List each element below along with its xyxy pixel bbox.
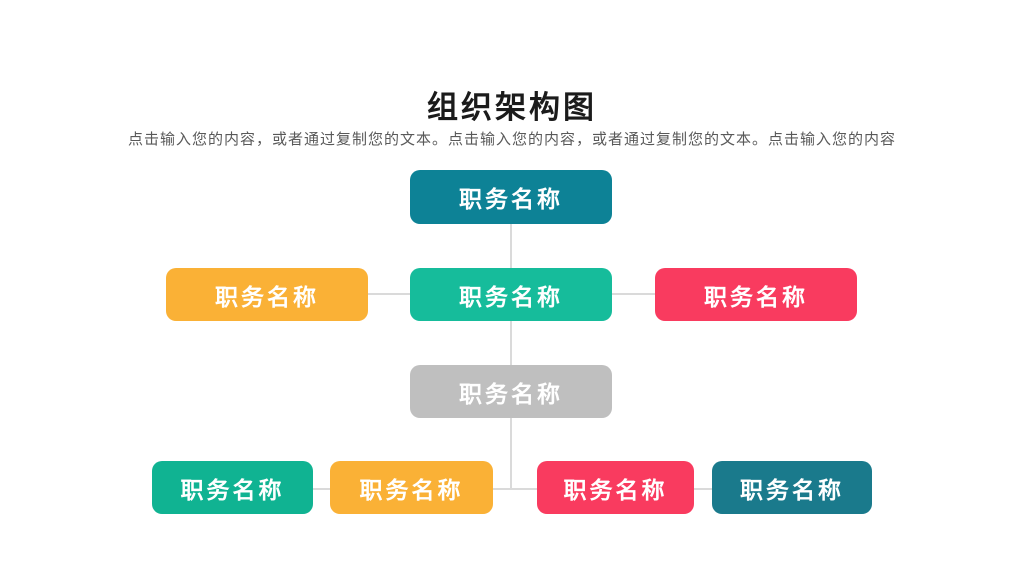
org-node-level2-left[interactable]: 职务名称 [166, 268, 368, 321]
org-node-root[interactable]: 职务名称 [410, 170, 612, 224]
connector-level2-left [368, 293, 410, 295]
org-node-label: 职务名称 [180, 476, 285, 503]
connector-level4-mid [493, 488, 537, 490]
org-node-label: 职务名称 [215, 283, 319, 310]
org-node-level2-right[interactable]: 职务名称 [655, 268, 857, 321]
org-node-label: 职务名称 [359, 476, 464, 503]
org-node-label: 职务名称 [459, 283, 563, 310]
connector-level2-to-level3 [510, 321, 512, 365]
org-node-label: 职务名称 [459, 380, 563, 407]
org-node-level4-fourth[interactable]: 职务名称 [712, 461, 872, 514]
org-node-level3-middle[interactable]: 职务名称 [410, 365, 612, 418]
org-node-label: 职务名称 [459, 186, 563, 212]
org-node-label: 职务名称 [740, 476, 844, 503]
connector-root-to-level2 [510, 224, 512, 268]
connector-level2-right [612, 293, 655, 295]
page-title[interactable]: 组织架构图 [427, 90, 597, 125]
org-node-label: 职务名称 [563, 476, 668, 503]
org-node-level2-middle[interactable]: 职务名称 [410, 268, 612, 321]
org-node-label: 职务名称 [704, 283, 808, 310]
org-node-level4-third[interactable]: 职务名称 [537, 461, 694, 514]
org-node-level4-first[interactable]: 职务名称 [152, 461, 313, 514]
connector-level4-right [694, 488, 712, 490]
connector-level4-left [313, 488, 330, 490]
org-node-level4-second[interactable]: 职务名称 [330, 461, 493, 514]
connector-level3-to-level4 [510, 418, 512, 490]
page-subtitle[interactable]: 点击输入您的内容，或者通过复制您的文本。点击输入您的内容，或者通过复制您的文本。… [127, 131, 896, 148]
